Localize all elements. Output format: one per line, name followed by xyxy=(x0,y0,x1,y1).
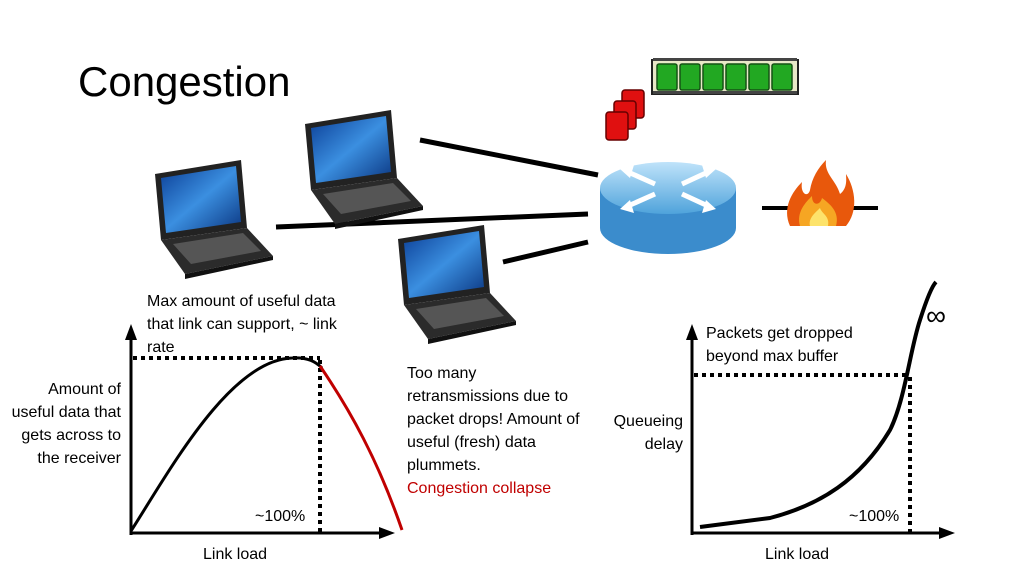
max-rate-annotation: Max amount of useful data that link can … xyxy=(147,293,337,356)
fire-icon xyxy=(787,160,855,226)
link-line xyxy=(502,239,589,265)
y-axis-arrow xyxy=(686,324,698,340)
congestion-collapse-label: Congestion collapse xyxy=(407,480,552,497)
x-axis-arrow xyxy=(939,527,955,539)
laptop-icon xyxy=(398,225,516,344)
packet-queue-icon xyxy=(651,58,799,95)
throughput-curve xyxy=(129,356,324,532)
delay-curve xyxy=(699,280,938,529)
infinity-symbol: ∞ xyxy=(926,300,946,331)
slide-title: Congestion xyxy=(78,58,291,105)
link-line xyxy=(419,137,599,178)
right-plot xyxy=(686,280,955,539)
collapse-curve xyxy=(318,365,404,531)
laptop-icon xyxy=(155,160,273,279)
left-x-axis-label: Link load xyxy=(203,546,268,563)
left-plot xyxy=(125,324,404,539)
collapse-note-text: Too many retransmissions due to packet d… xyxy=(407,365,580,474)
buffer-annotation: Packets get dropped beyond max buffer xyxy=(706,325,853,365)
left-y-axis-label: Amount of useful data that gets across t… xyxy=(11,381,121,467)
right-tick-label: ~100% xyxy=(849,508,900,525)
x-axis-arrow xyxy=(379,527,395,539)
right-y-axis-label: Queueing delay xyxy=(613,413,683,453)
link-line xyxy=(275,211,589,230)
router-icon xyxy=(600,162,736,254)
laptop-icon xyxy=(305,110,423,229)
packet-icon xyxy=(605,89,645,141)
right-x-axis-label: Link load xyxy=(765,546,830,563)
left-tick-label: ~100% xyxy=(255,508,306,525)
y-axis-arrow xyxy=(125,324,137,340)
collapse-note: Too many retransmissions due to packet d… xyxy=(407,362,587,500)
